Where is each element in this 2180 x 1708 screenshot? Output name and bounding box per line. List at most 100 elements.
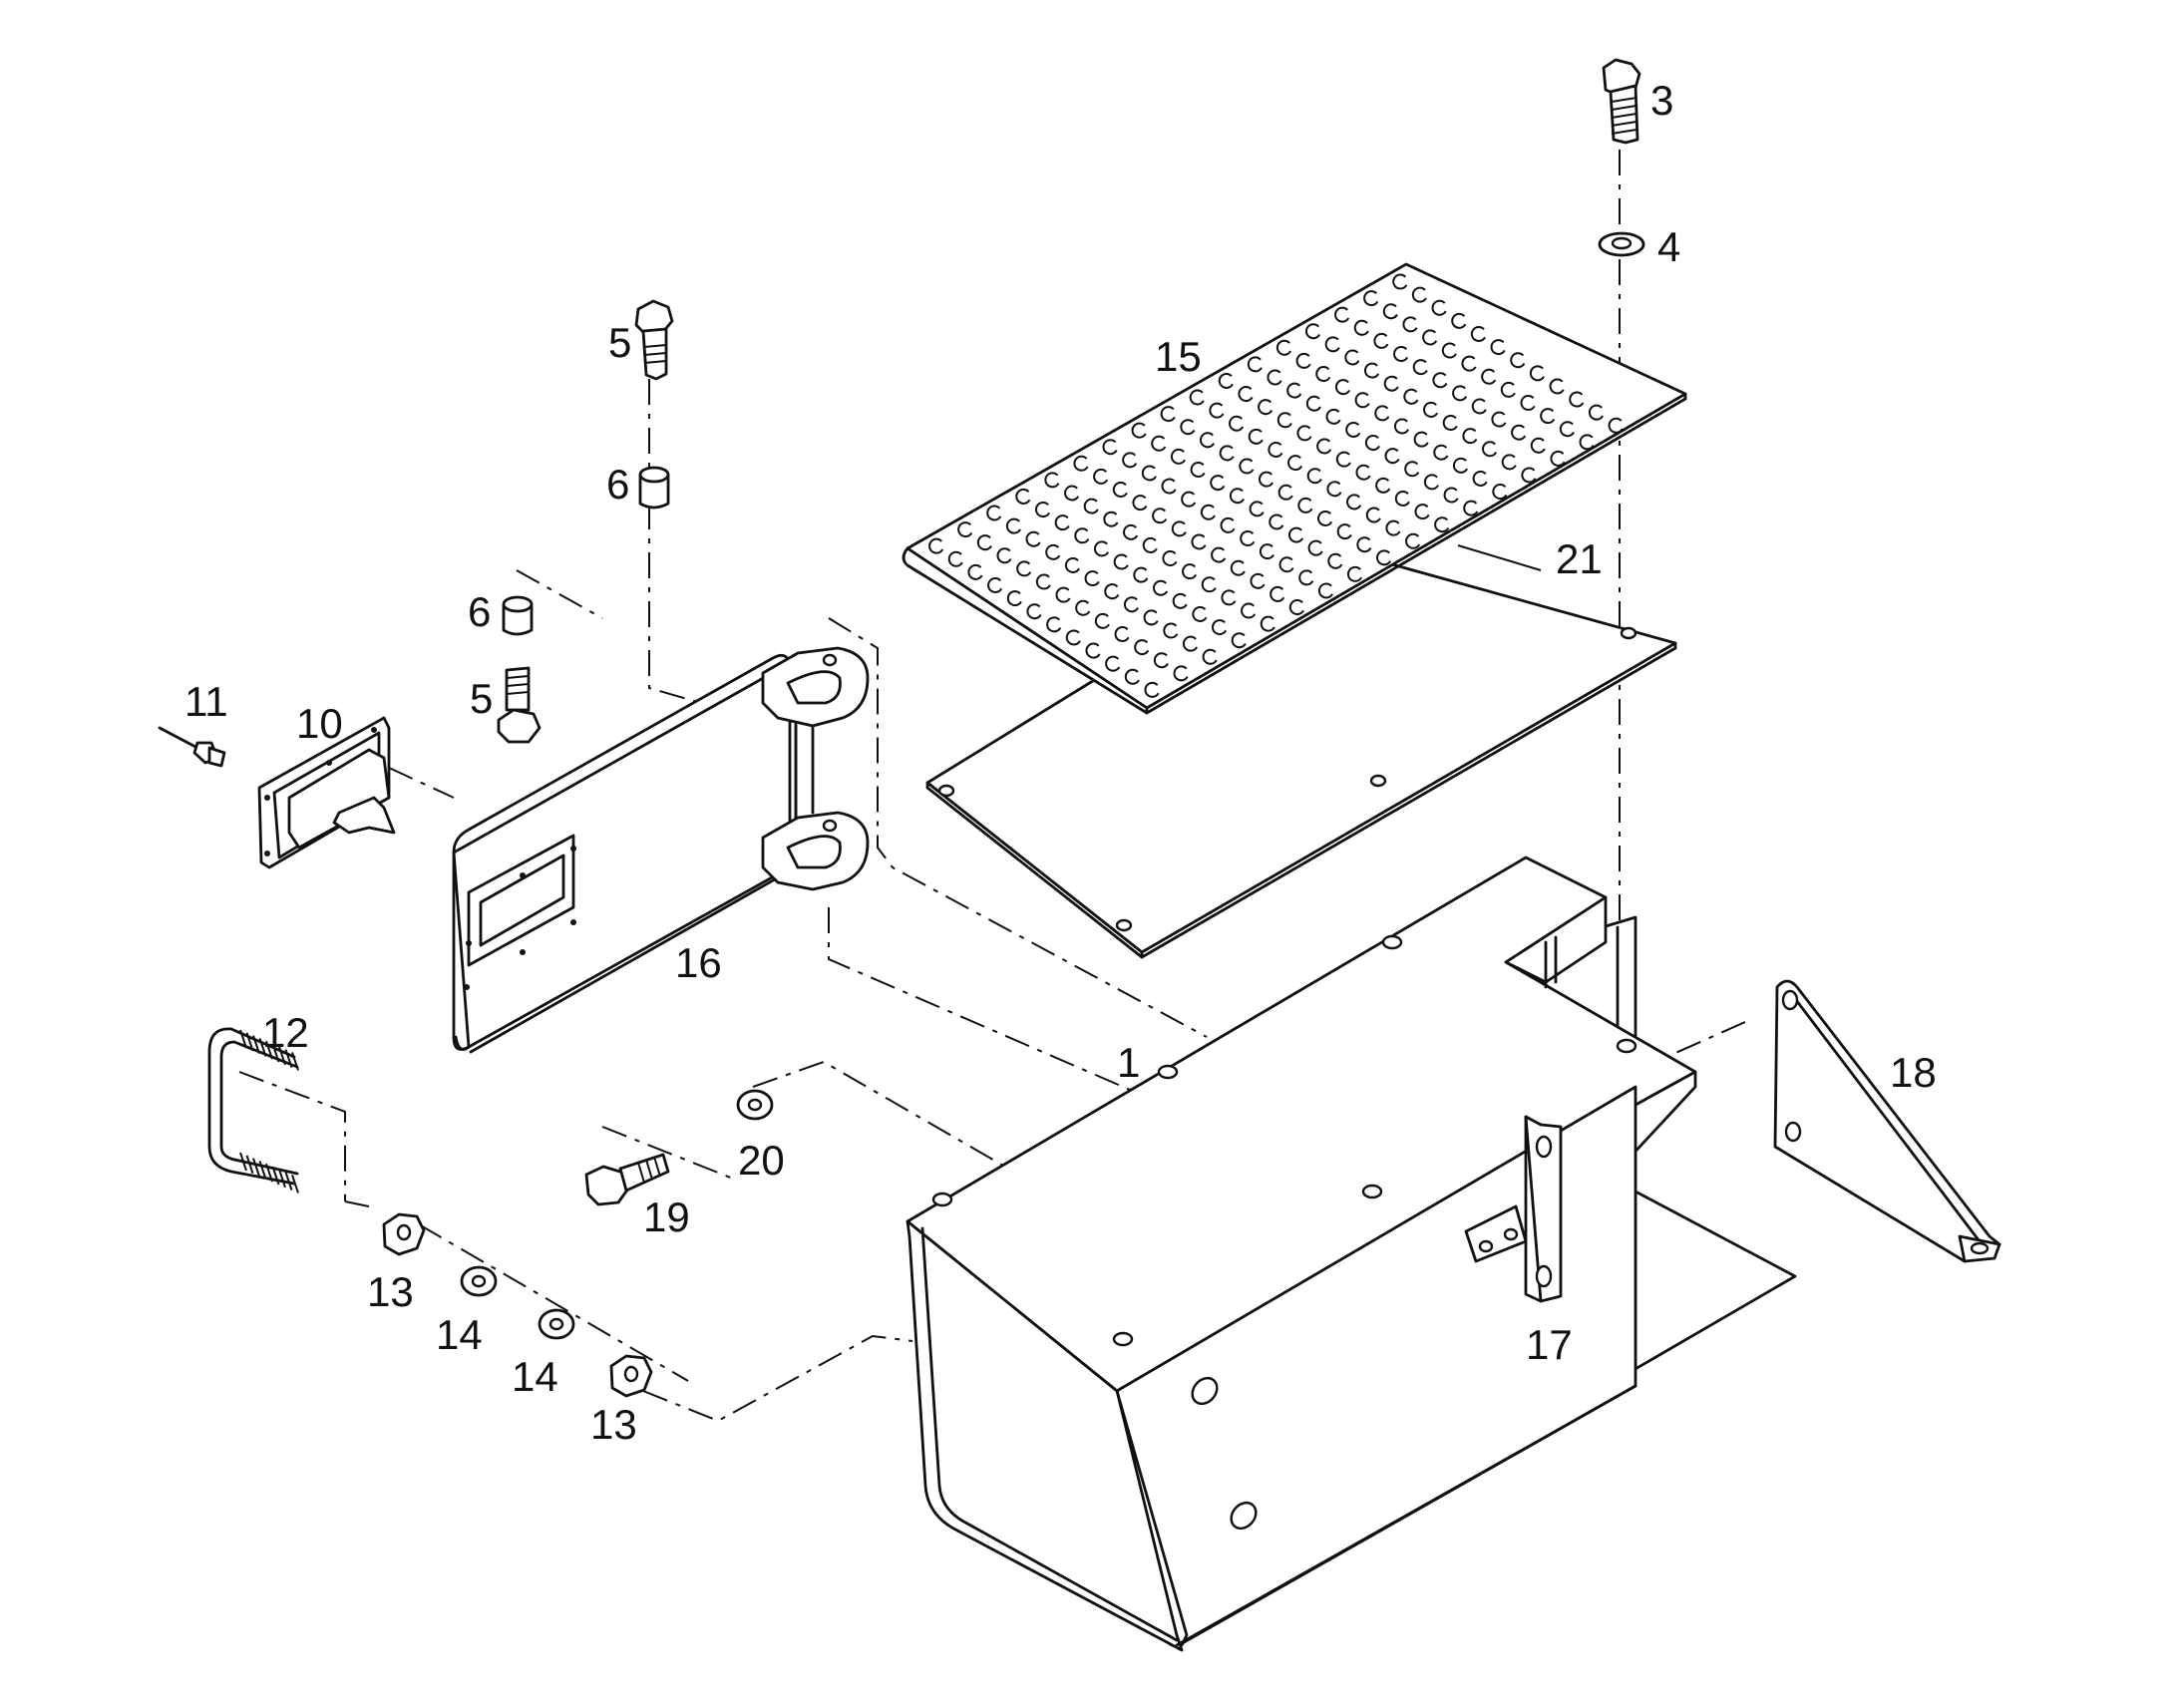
thread-line <box>271 1166 280 1186</box>
perforation-hole <box>1163 622 1179 639</box>
perforation-hole <box>1452 457 1469 474</box>
perforation-hole <box>1434 516 1450 533</box>
perforation-hole <box>1295 352 1311 369</box>
part-11-pin <box>158 726 226 768</box>
perforation-hole <box>1549 378 1565 395</box>
part-20-washer <box>736 1089 774 1121</box>
part-4-washer <box>1598 231 1645 257</box>
part-16-door <box>452 646 870 1054</box>
perforation-hole <box>1229 488 1245 505</box>
perforation-hole <box>1481 368 1497 385</box>
perforation-hole <box>1122 452 1138 469</box>
perforation-hole <box>1209 402 1225 419</box>
perforation-hole <box>1423 474 1439 491</box>
part-14-washer-a <box>460 1265 498 1297</box>
part-18-gusset <box>1773 979 2001 1263</box>
perforation-hole <box>1201 576 1217 593</box>
perforation-hole <box>1364 362 1380 379</box>
perforation-hole <box>1482 441 1498 458</box>
perforation-hole <box>1298 569 1314 586</box>
perforation-hole <box>986 505 1002 521</box>
part-12-u-bolt <box>207 1027 299 1194</box>
perforation-hole <box>1317 582 1333 599</box>
thread-line <box>265 1040 273 1060</box>
perforation-hole <box>1105 655 1121 672</box>
callout-4: 4 <box>1657 223 1680 270</box>
perforation-hole <box>1084 570 1100 587</box>
perforation-hole <box>1162 550 1178 567</box>
perforation-hole <box>1152 579 1169 596</box>
callout-1: 1 <box>1117 1039 1140 1086</box>
perforation-hole <box>1075 599 1091 616</box>
perforation-hole <box>1385 519 1401 536</box>
perforation-hole <box>1461 355 1477 372</box>
perforation-hole <box>1102 439 1118 456</box>
perforation-hole <box>1249 501 1265 517</box>
perforation-hole <box>1277 484 1293 501</box>
perforation-hole <box>1073 455 1089 472</box>
perforation-hole <box>1112 482 1128 498</box>
perforation-hole <box>1221 589 1237 606</box>
part-1-box <box>906 855 1797 1652</box>
perforation-hole <box>1355 464 1371 481</box>
perforation-hole <box>1094 612 1110 629</box>
part-13-nut-b <box>609 1354 653 1398</box>
perforation-hole <box>1190 462 1206 478</box>
perforation-hole <box>1093 468 1109 485</box>
perforation-hole <box>1550 450 1566 467</box>
perforation-hole <box>1402 316 1418 333</box>
perforation-hole <box>1356 536 1372 553</box>
thread-line <box>265 1163 273 1183</box>
perforation-hole <box>1275 339 1291 356</box>
perforation-hole <box>1006 590 1022 607</box>
perforation-hole <box>1258 399 1273 416</box>
perforation-hole <box>1354 392 1370 409</box>
callout-3: 3 <box>1650 77 1673 124</box>
perforation-hole <box>1104 583 1120 600</box>
perforation-hole <box>1123 596 1139 613</box>
perforation-hole <box>1529 365 1545 382</box>
perforation-hole <box>1034 502 1051 518</box>
perforation-hole <box>1327 552 1343 569</box>
perforation-hole <box>1015 488 1031 505</box>
perforation-hole <box>1431 299 1447 316</box>
perforation-hole <box>1124 668 1140 685</box>
perforation-hole <box>1414 504 1430 520</box>
perforation-hole <box>1220 516 1236 533</box>
perforation-hole <box>1055 586 1071 603</box>
perforation-hole <box>1202 648 1218 665</box>
perforation-hole <box>1035 573 1051 590</box>
perforation-hole <box>1363 290 1379 307</box>
perforation-hole <box>1521 467 1537 484</box>
perforation-hole <box>1270 585 1285 602</box>
perforation-hole <box>1433 444 1449 461</box>
perforation-hole <box>1326 481 1342 498</box>
perforation-hole <box>1083 498 1099 514</box>
perforation-hole <box>1189 389 1205 406</box>
perforation-hole <box>1393 346 1409 362</box>
perforation-hole <box>1286 382 1302 399</box>
perforation-hole <box>1569 391 1585 408</box>
part-15-perforated-plate <box>902 262 1687 715</box>
perforation-hole <box>1365 507 1381 523</box>
perforation-hole <box>1373 332 1389 349</box>
perforation-hole <box>1346 565 1363 582</box>
perforation-hole <box>1335 451 1351 468</box>
perforation-hole <box>1307 539 1323 556</box>
perforation-hole <box>928 537 944 554</box>
perforation-hole <box>1334 379 1350 396</box>
callout-13-a: 13 <box>367 1268 414 1315</box>
perforation-hole <box>1134 639 1150 656</box>
perforation-hole <box>1462 428 1478 445</box>
part-6-spacer-upper <box>638 466 670 510</box>
perforation-hole <box>1085 642 1101 659</box>
perforation-hole <box>1353 319 1369 336</box>
perforation-hole <box>1404 461 1420 478</box>
perforation-hole <box>1212 619 1228 636</box>
perforation-hole <box>1131 422 1147 439</box>
perforation-hole <box>1181 491 1197 508</box>
perforation-hole <box>1182 563 1198 580</box>
perforation-hole <box>1113 553 1129 570</box>
perforation-hole <box>1336 523 1352 540</box>
